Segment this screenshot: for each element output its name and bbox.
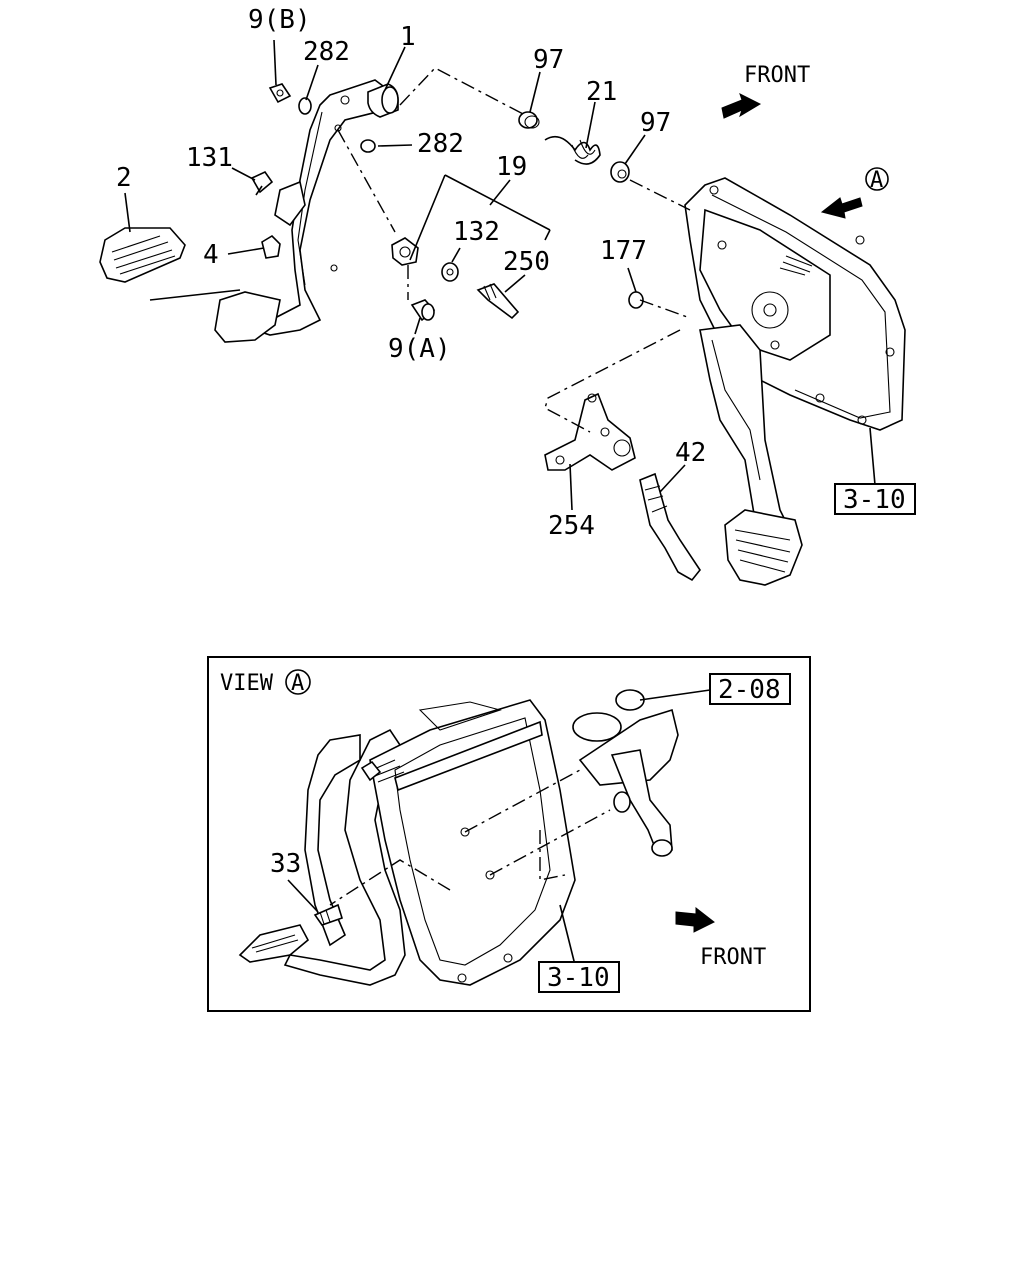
washer-282-mid [360,139,376,153]
front-arrow-icon-inset [675,906,715,933]
clip-9b [268,83,292,104]
callout-1: 1 [400,22,416,52]
bolt-250 [476,283,520,320]
clutch-pedal-arm [253,79,399,336]
callout-177: 177 [600,236,647,266]
bushing-97-right [610,161,630,183]
nut-132 [441,262,459,282]
callout-42: 42 [675,438,706,468]
callout-97-left: 97 [533,45,564,75]
stopper-131 [250,170,274,196]
callout-282-mid: 282 [417,129,464,159]
view-a-letter: A [870,168,883,193]
pedal-bracket [684,177,906,586]
callout-282-top: 282 [303,37,350,67]
clutch-switch-42 [639,472,701,582]
ref-box-2-08: 2-08 [718,675,781,705]
inset-view-a: VIEW A [207,656,811,1012]
ref-box-3-10-top: 3-10 [834,483,916,515]
pin-9a [410,299,436,322]
view-a-indicator: A [820,167,889,219]
bushing-97-left [518,111,540,129]
front-label-top: FRONT [744,63,810,88]
assembly-dash-lines [337,67,691,433]
inset-view-circle-letter: A [291,671,304,696]
callout-132: 132 [453,217,500,247]
callout-250: 250 [503,247,550,277]
callout-9a: 9(A) [388,334,451,364]
callout-labels: 9(B) 282 1 97 21 97 282 131 19 2 132 250… [116,5,706,541]
callout-2: 2 [116,163,132,193]
svg-text:3-10: 3-10 [843,485,906,515]
front-label-inset: FRONT [700,945,766,970]
group-bracket-19 [409,174,551,261]
front-indicator-top: FRONT [721,63,810,119]
callout-19: 19 [496,152,527,182]
clutch-pedal-pad [99,227,281,343]
callout-21: 21 [586,77,617,107]
callout-4: 4 [203,240,219,270]
leader-lines [124,39,876,511]
callout-254: 254 [548,511,595,541]
inset-view-label: VIEW [220,671,274,696]
callout-131: 131 [186,143,233,173]
washer-282-top [298,97,312,115]
return-spring-21 [544,135,601,165]
bolt-4 [261,234,281,259]
front-arrow-icon [721,93,762,119]
callout-9b: 9(B) [248,5,311,35]
callout-97-right: 97 [640,108,671,138]
callout-33: 33 [270,849,301,879]
view-direction-arrow-icon [820,197,863,219]
ref-box-3-10-inset: 3-10 [547,963,610,993]
